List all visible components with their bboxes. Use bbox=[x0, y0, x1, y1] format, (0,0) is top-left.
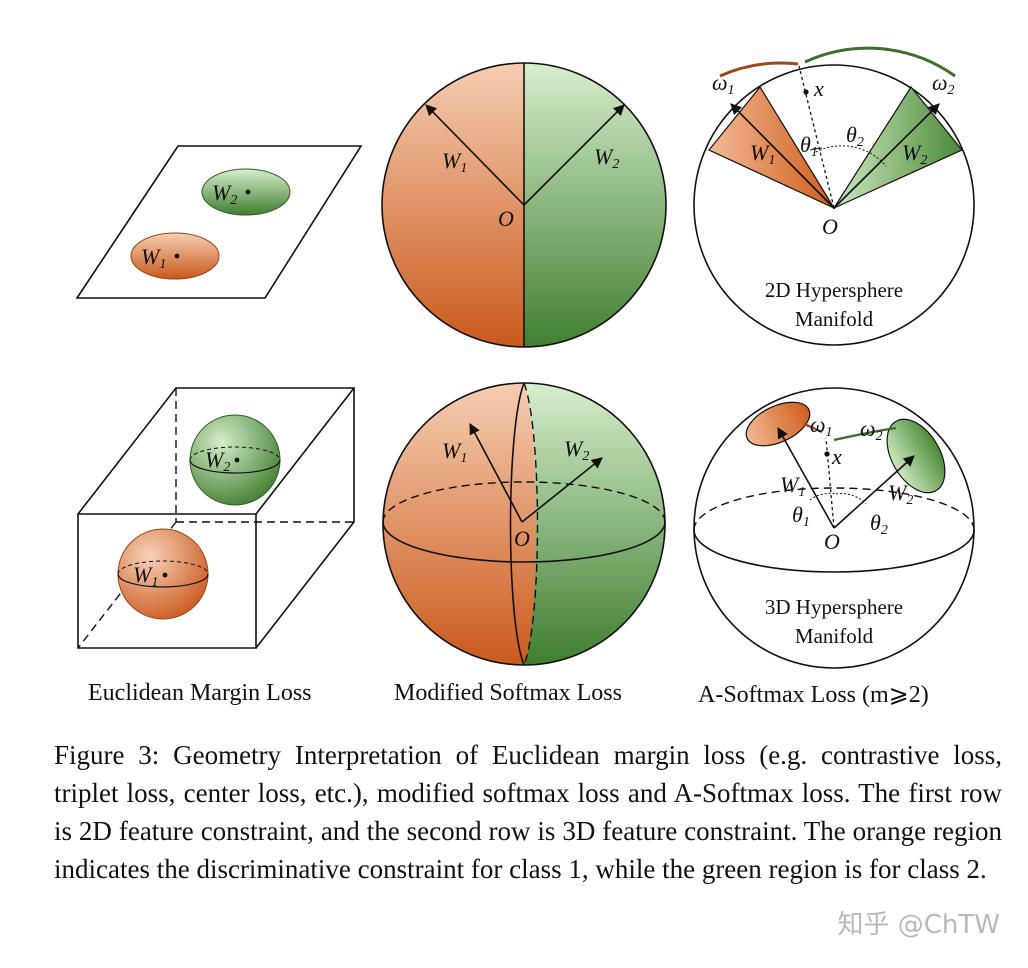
w2-label: W bbox=[564, 436, 584, 461]
svg-text:W1: W1 bbox=[141, 244, 166, 272]
w1-label: W bbox=[780, 472, 800, 497]
column-label-euclidean: Euclidean Margin Loss bbox=[88, 680, 312, 706]
figure-caption: Figure 3: Geometry Interpretation of Euc… bbox=[54, 736, 1002, 888]
caption-text: Figure 3: Geometry Interpretation of Euc… bbox=[54, 740, 1002, 884]
w2-label: W bbox=[205, 447, 225, 472]
euclidean-3d-panel: W2 W1 bbox=[77, 387, 355, 649]
theta2-sub: 2 bbox=[881, 523, 888, 538]
svg-text:W2: W2 bbox=[888, 480, 913, 508]
theta1-label: θ bbox=[800, 132, 811, 157]
w1-vector bbox=[425, 104, 525, 206]
plane-2d bbox=[75, 145, 363, 299]
w2-cap bbox=[886, 418, 946, 494]
w2-sub: 2 bbox=[230, 193, 237, 208]
origin-label: O bbox=[824, 529, 840, 554]
w2-label: W bbox=[212, 180, 232, 205]
w2-vector bbox=[521, 457, 603, 523]
column-label-asoftmax: A-Softmax Loss (m⩾2) bbox=[698, 682, 929, 708]
w1-vector bbox=[469, 423, 523, 523]
w2-sub: 2 bbox=[612, 157, 619, 172]
w1-sub: 1 bbox=[768, 153, 775, 168]
origin-label: O bbox=[498, 206, 514, 231]
svg-text:θ1: θ1 bbox=[800, 132, 818, 160]
theta1-label: θ bbox=[792, 502, 803, 527]
theta1-sub: 1 bbox=[811, 145, 818, 160]
w2-label: W bbox=[594, 144, 614, 169]
w1-label: W bbox=[442, 438, 462, 463]
w1-sub: 1 bbox=[151, 575, 158, 590]
svg-text:W1: W1 bbox=[442, 148, 467, 176]
svg-text:θ1: θ1 bbox=[792, 502, 810, 530]
svg-text:W1: W1 bbox=[750, 140, 775, 168]
w1-sub: 1 bbox=[798, 485, 805, 500]
svg-text:ω2: ω2 bbox=[860, 416, 883, 444]
w2-sub: 2 bbox=[906, 493, 913, 508]
theta2-label: θ bbox=[846, 122, 857, 147]
svg-text:W2: W2 bbox=[902, 140, 927, 168]
asoftmax-2d-panel: W1 W2 x ω1 ω2 θ1 θ2 O 2D Hypersphere Man… bbox=[693, 46, 975, 346]
w1-sub: 1 bbox=[159, 257, 166, 272]
svg-text:W1: W1 bbox=[442, 438, 467, 466]
hypersphere-2d bbox=[693, 64, 975, 346]
svg-text:W1: W1 bbox=[133, 562, 158, 590]
omega1-label: ω bbox=[810, 412, 826, 437]
w2-label: W bbox=[902, 140, 922, 165]
origin-label: O bbox=[514, 526, 530, 551]
svg-text:ω2: ω2 bbox=[932, 70, 955, 98]
x-label: x bbox=[813, 76, 824, 101]
w2-vector bbox=[523, 104, 625, 206]
w1-sub: 1 bbox=[460, 161, 467, 176]
w2-sub: 2 bbox=[920, 153, 927, 168]
hypersphere-2d-title-1: 2D Hypersphere bbox=[765, 278, 903, 302]
svg-text:W2: W2 bbox=[594, 144, 619, 172]
svg-text:W1: W1 bbox=[780, 472, 805, 500]
svg-text:θ2: θ2 bbox=[846, 122, 864, 150]
omega1-sub: 1 bbox=[826, 425, 833, 440]
hypersphere-3d-title-2: Manifold bbox=[795, 624, 874, 648]
column-label-modified: Modified Softmax Loss bbox=[394, 680, 622, 706]
w2-sub: 2 bbox=[582, 449, 589, 464]
w1-label: W bbox=[141, 244, 161, 269]
hypersphere-3d-title-1: 3D Hypersphere bbox=[765, 595, 903, 619]
modified-softmax-2d-panel: W1 W2 O bbox=[381, 62, 667, 348]
modified-softmax-3d-panel: W1 W2 O bbox=[382, 382, 666, 666]
watermark: 知乎 @ChTW bbox=[837, 910, 1001, 940]
w1-label: W bbox=[750, 140, 770, 165]
omega1-sub: 1 bbox=[728, 83, 735, 98]
svg-text:θ2: θ2 bbox=[870, 510, 888, 538]
omega1-label: ω bbox=[712, 70, 728, 95]
omega2-sub: 2 bbox=[948, 83, 955, 98]
hypersphere-2d-title-2: Manifold bbox=[795, 307, 874, 331]
w1-sub: 1 bbox=[460, 451, 467, 466]
svg-text:ω1: ω1 bbox=[810, 412, 833, 440]
euclidean-2d-panel: W2 W1 bbox=[75, 145, 363, 299]
asoftmax-3d-panel: W1 W2 x ω1 ω2 θ1 θ2 O 3D Hypersphere Man… bbox=[693, 387, 975, 669]
theta2-sub: 2 bbox=[857, 135, 864, 150]
w1-label: W bbox=[442, 148, 462, 173]
w1-cone bbox=[708, 85, 836, 210]
theta2-label: θ bbox=[870, 510, 881, 535]
svg-text:W2: W2 bbox=[205, 447, 230, 475]
w2-sub: 2 bbox=[223, 460, 230, 475]
x-label: x bbox=[831, 444, 842, 469]
origin-label: O bbox=[822, 214, 838, 239]
omega2-label: ω bbox=[860, 416, 876, 441]
omega2-sub: 2 bbox=[876, 429, 883, 444]
w2-label: W bbox=[888, 480, 908, 505]
omega2-label: ω bbox=[932, 70, 948, 95]
w1-label: W bbox=[133, 562, 153, 587]
w2-cone bbox=[832, 85, 963, 210]
theta1-sub: 1 bbox=[803, 515, 810, 530]
svg-text:W2: W2 bbox=[564, 436, 589, 464]
svg-text:W2: W2 bbox=[212, 180, 237, 208]
svg-text:ω1: ω1 bbox=[712, 70, 735, 98]
